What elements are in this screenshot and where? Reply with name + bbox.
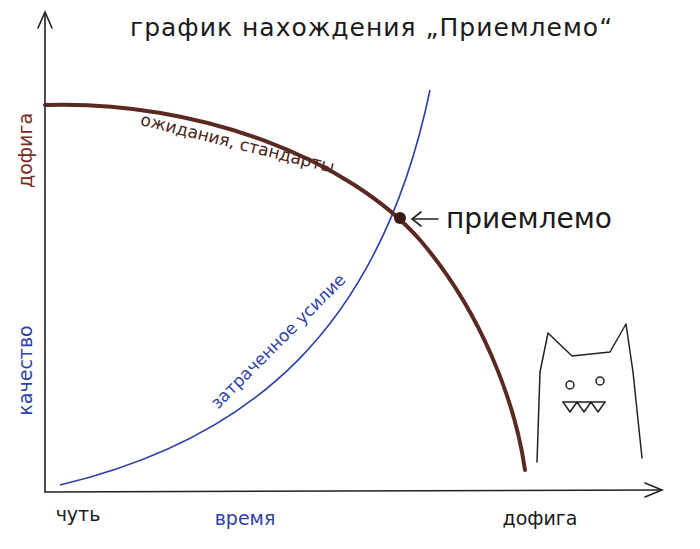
x-axis (45, 490, 660, 492)
y-axis (44, 14, 46, 492)
point-label: приемлемо (446, 204, 612, 235)
curve-label: ожидания, стандарты (139, 110, 337, 176)
cat-drawing (537, 324, 642, 462)
acceptable-point (394, 212, 406, 224)
x-axis-min: чуть (56, 504, 101, 525)
curve-label: затраченное усилие (207, 270, 349, 412)
effort-curve (60, 90, 430, 485)
x-axis-max: дофига (503, 508, 578, 529)
x-axis-title: время (215, 508, 276, 529)
chart-title: график нахождения „Приемлемо“ (130, 14, 613, 42)
y-axis-max: дофига (15, 113, 36, 188)
expectations-curve (45, 105, 525, 470)
y-axis-arrow (38, 12, 52, 28)
pointer-arrow (412, 212, 438, 226)
y-axis-title: качество (15, 325, 36, 415)
x-axis-arrow (645, 483, 662, 497)
